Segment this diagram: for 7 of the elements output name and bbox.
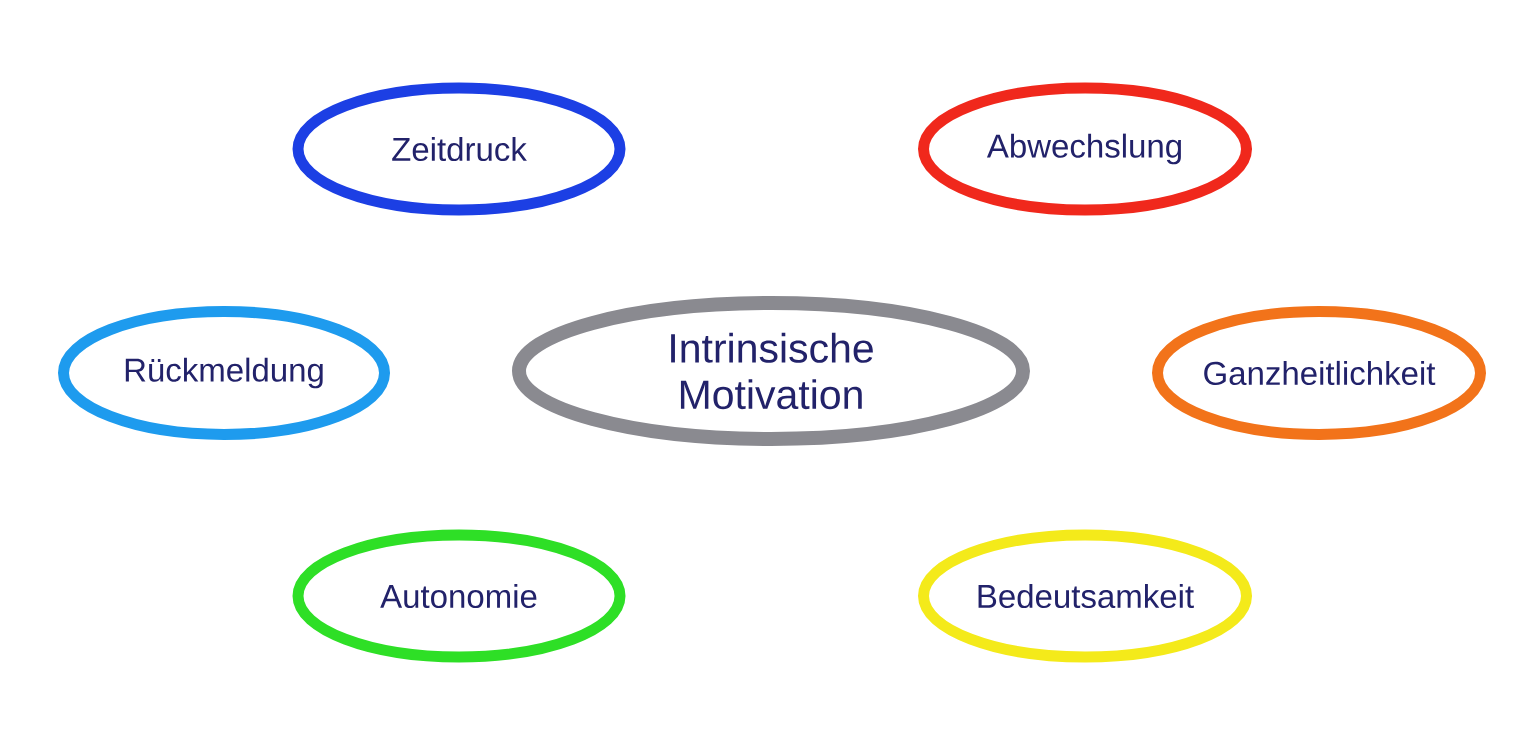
ellipse-node: Rückmeldung [58, 306, 390, 440]
ellipse-node: Zeitdruck [292, 82, 626, 216]
ellipse-node: Ganzheitlichkeit [1152, 306, 1486, 440]
ellipse-node: Abwechslung [918, 82, 1252, 216]
ellipse-node: Intrinsische Motivation [512, 296, 1030, 446]
ellipse-node: Bedeutsamkeit [918, 529, 1252, 663]
ellipse-node: Autonomie [292, 529, 626, 663]
